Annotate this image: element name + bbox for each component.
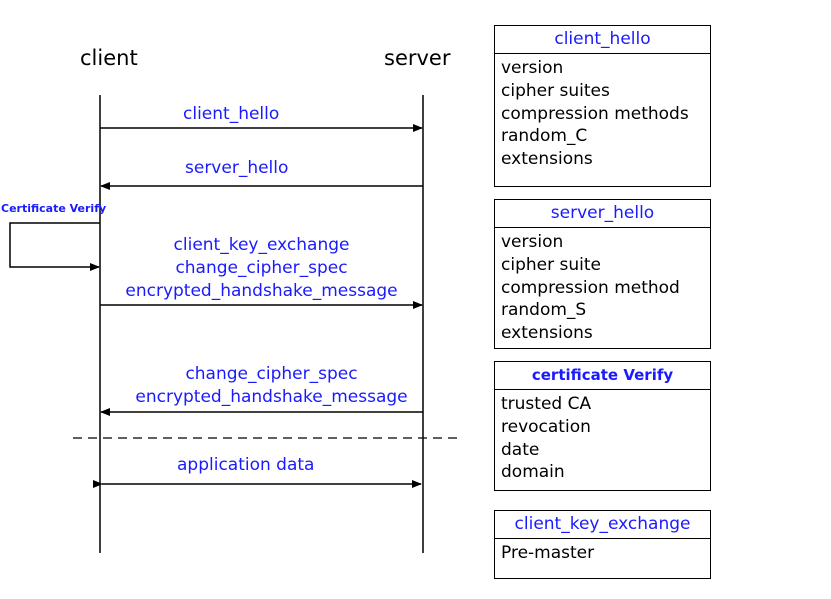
- certificate-verify-box: certificate Verify trusted CA revocation…: [494, 361, 711, 491]
- self-verify-arrow: [9, 222, 100, 271]
- client-key-exchange-fields: Pre-master: [495, 539, 710, 565]
- key-exchange-line-1: client_key_exchange: [173, 235, 350, 255]
- field: Pre-master: [501, 543, 595, 563]
- server-finish-line-2: encrypted_handshake_message: [135, 387, 408, 407]
- client-hello-label: client_hello: [183, 104, 280, 124]
- field: compression method: [501, 277, 680, 298]
- server-hello-fields: version cipher suite compression method …: [495, 228, 710, 345]
- server-finish-label: change_cipher_spec encrypted_handshake_m…: [128, 363, 415, 409]
- client-label: client: [80, 46, 138, 70]
- key-exchange-line-2: change_cipher_spec: [175, 258, 348, 278]
- server-hello-label: server_hello: [185, 158, 289, 178]
- client-hello-fields: version cipher suites compression method…: [495, 54, 710, 171]
- field: version: [501, 58, 564, 78]
- client-hello-box-title: client_hello: [495, 26, 710, 54]
- server-finish-line-1: change_cipher_spec: [185, 364, 358, 384]
- field: extensions: [501, 149, 593, 170]
- app-data-label: application data: [177, 455, 315, 475]
- server-label: server: [384, 46, 451, 70]
- client-key-exchange-box: client_key_exchange Pre-master: [494, 510, 711, 579]
- field: extensions: [501, 323, 593, 344]
- client-hello-box: client_hello version cipher suites compr…: [494, 25, 711, 187]
- field: date: [501, 439, 540, 460]
- field: trusted CA: [501, 394, 592, 414]
- field: revocation: [501, 416, 591, 437]
- field: version: [501, 232, 564, 252]
- client-key-exchange-box-title: client_key_exchange: [495, 511, 710, 539]
- key-exchange-label: client_key_exchange change_cipher_spec e…: [118, 234, 405, 303]
- field: random_C: [501, 126, 588, 147]
- certificate-verify-box-title: certificate Verify: [495, 362, 710, 390]
- key-exchange-line-3: encrypted_handshake_message: [125, 281, 398, 301]
- server-hello-box: server_hello version cipher suite compre…: [494, 199, 711, 349]
- field: cipher suite: [501, 254, 601, 275]
- server-hello-box-title: server_hello: [495, 200, 710, 228]
- certificate-verify-fields: trusted CA revocation date domain: [495, 390, 710, 484]
- field: cipher suites: [501, 80, 610, 101]
- field: compression methods: [501, 103, 689, 124]
- self-verify-label: Certificate Verify: [1, 202, 107, 215]
- field: domain: [501, 462, 565, 483]
- field: random_S: [501, 300, 587, 321]
